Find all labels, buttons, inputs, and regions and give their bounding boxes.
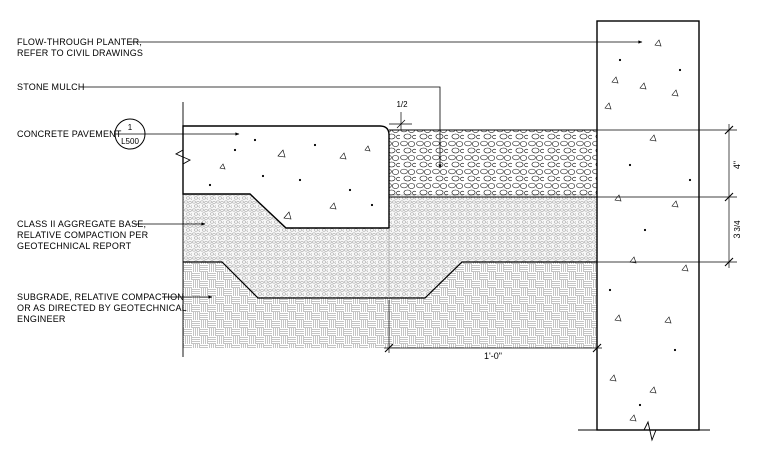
callout-planter: FLOW-THROUGH PLANTER, REFER TO CIVIL DRA… bbox=[17, 37, 145, 58]
callout-base-line-1: CLASS II AGGREGATE BASE, bbox=[17, 219, 146, 229]
stone-mulch-layer bbox=[389, 130, 597, 197]
planter-wall bbox=[596, 20, 700, 431]
planter-wall-aggregate-marks bbox=[604, 39, 692, 422]
bottom-break-line bbox=[578, 420, 710, 442]
dimension-4-inch: 4" bbox=[732, 161, 742, 169]
pavement-aggregate-marks bbox=[208, 138, 374, 220]
horizontal-dimension-ticks bbox=[384, 343, 602, 353]
callout-planter-line-2: REFER TO CIVIL DRAWINGS bbox=[17, 48, 143, 58]
callout-mulch-line-1: STONE MULCH bbox=[17, 82, 85, 92]
top-edge-dimension bbox=[389, 112, 412, 130]
section-tag-sheet: L500 bbox=[121, 137, 139, 146]
top-edge-fraction: 1/2 bbox=[396, 100, 408, 109]
dimension-3-fraction: 3/4 bbox=[733, 220, 742, 232]
dimension-3-whole: 3 bbox=[732, 233, 742, 238]
section-tag bbox=[114, 118, 146, 150]
section-tag-number: 1 bbox=[128, 123, 133, 132]
callout-subgrade-line-3: ENGINEER bbox=[17, 314, 66, 324]
callout-mulch: STONE MULCH bbox=[17, 82, 85, 92]
callout-subgrade-line-1: SUBGRADE, RELATIVE COMPACTION bbox=[17, 292, 184, 302]
callout-base-line-3: GEOTECHNICAL REPORT bbox=[17, 241, 132, 251]
callout-base-line-2: RELATIVE COMPACTION PER bbox=[17, 230, 149, 240]
callout-pavement-line-1: CONCRETE PAVEMENT bbox=[17, 129, 122, 139]
callout-pavement: CONCRETE PAVEMENT bbox=[17, 129, 122, 139]
concrete-pavement bbox=[182, 125, 390, 229]
dimension-1-foot: 1'-0" bbox=[484, 351, 502, 361]
callout-subgrade: SUBGRADE, RELATIVE COMPACTION OR AS DIRE… bbox=[17, 292, 189, 324]
callout-base: CLASS II AGGREGATE BASE, RELATIVE COMPAC… bbox=[17, 219, 151, 251]
subgrade-boundary-line bbox=[183, 261, 597, 299]
left-break-line bbox=[174, 102, 192, 357]
vertical-dimension-ticks bbox=[724, 125, 734, 267]
callout-subgrade-line-2: OR AS DIRECTED BY GEOTECHNICAL bbox=[17, 303, 187, 313]
vertical-dimension-extensions bbox=[597, 129, 737, 263]
callout-planter-line-1: FLOW-THROUGH PLANTER, bbox=[17, 37, 142, 47]
